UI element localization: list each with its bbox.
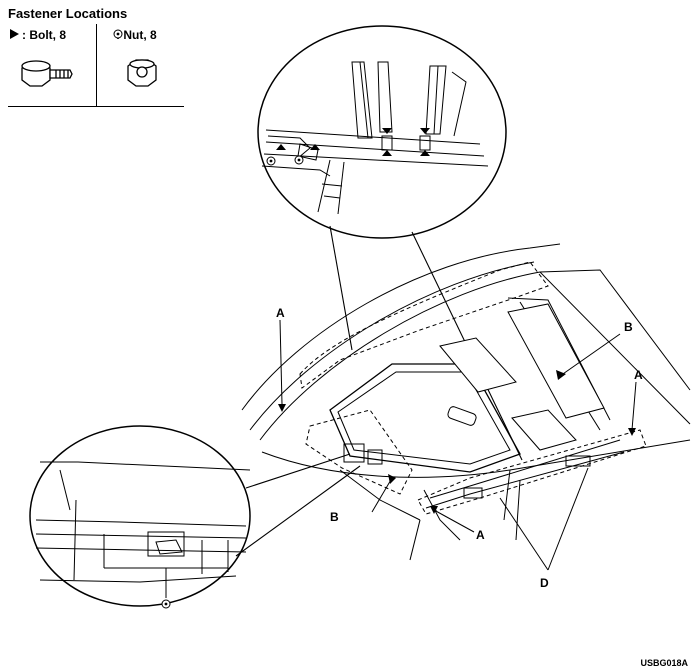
legend-nut-label: : Nut, 8: [116, 28, 157, 42]
callout-a-left: A: [276, 306, 285, 320]
figure-code: USBG018A: [640, 658, 688, 668]
callout-a-lower: A: [476, 528, 485, 542]
nut-drawing: [127, 59, 157, 87]
callout-b-lower: B: [330, 510, 339, 524]
bolt-drawing: [21, 60, 73, 87]
upper-detail-circle: [257, 25, 507, 239]
fastener-legend: [8, 24, 184, 107]
diagram-title: Fastener Locations: [8, 6, 128, 21]
legend-divider: [96, 24, 97, 106]
callout-a-right: A: [634, 368, 643, 382]
lower-detail-circle: [29, 425, 251, 609]
bolt-arrow-icon: [10, 29, 19, 39]
callout-b-right: B: [624, 320, 633, 334]
callout-d: D: [540, 576, 549, 590]
roof-body: [241, 243, 691, 561]
legend-bolt-label: : Bolt, 8: [22, 28, 66, 42]
